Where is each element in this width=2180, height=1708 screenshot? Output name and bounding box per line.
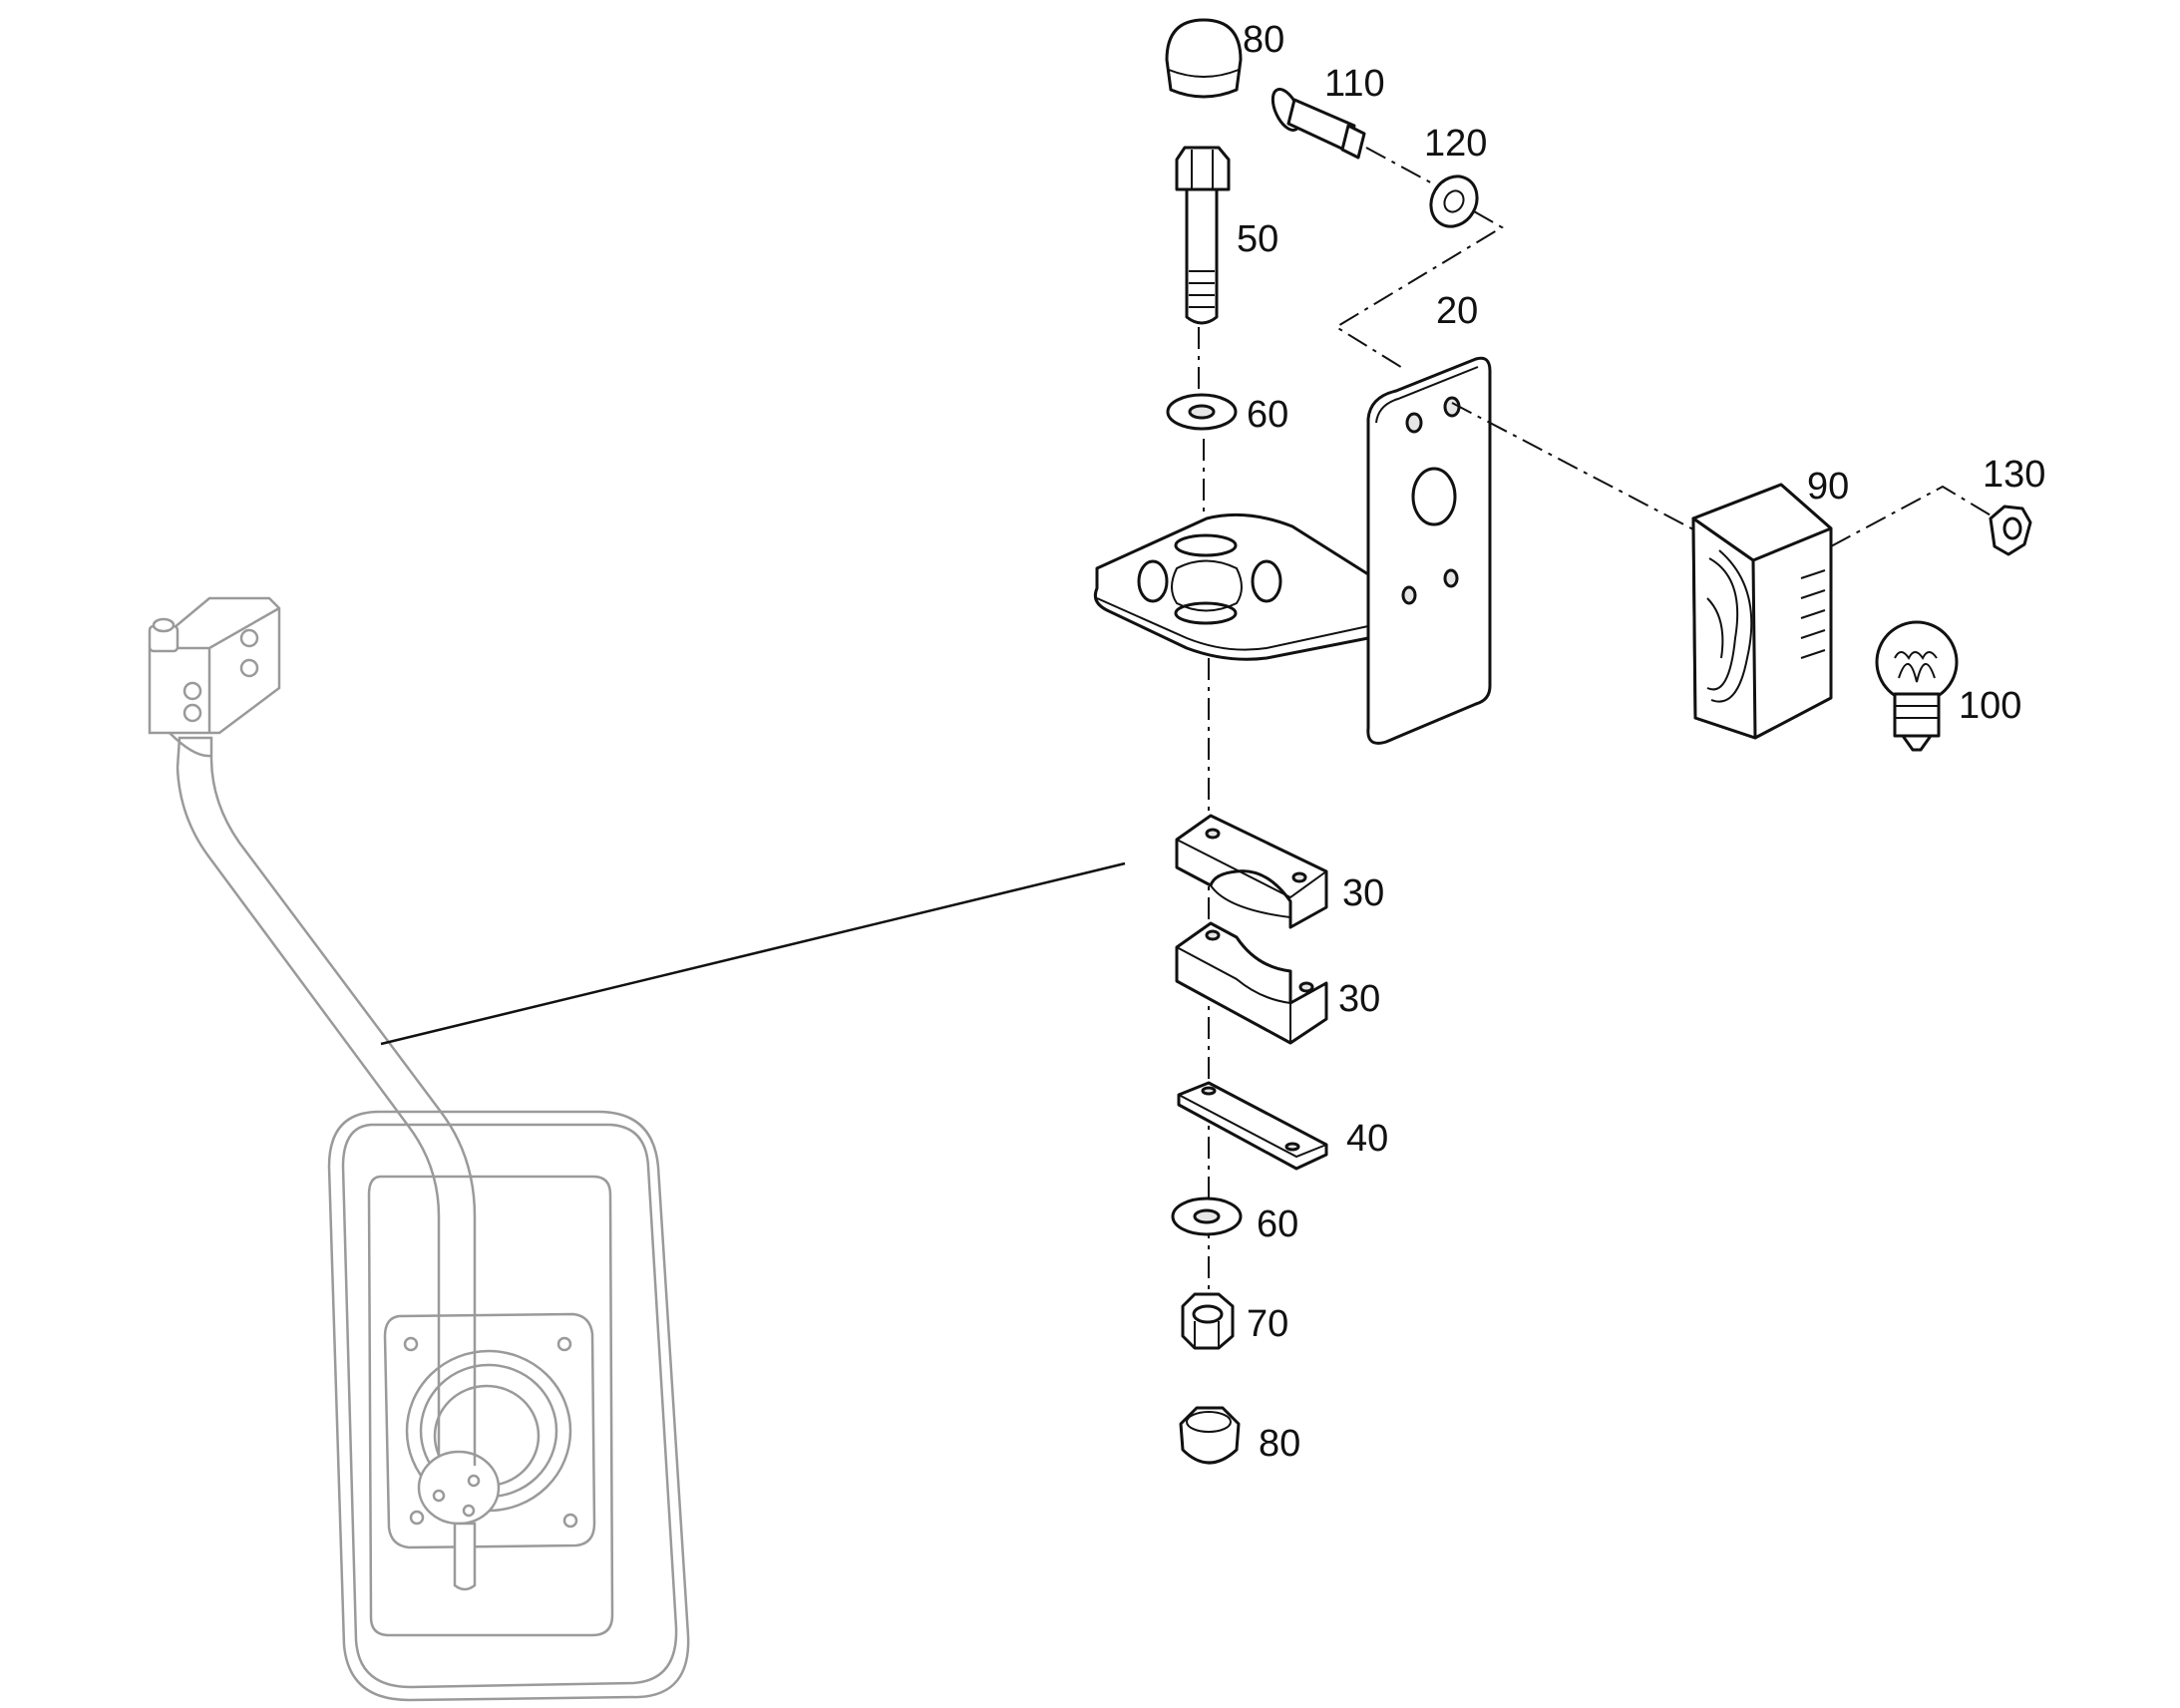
screw-axis (1365, 147, 1437, 186)
callout-label: 80 (1259, 1423, 1300, 1465)
clamp-half-30-bottom (1175, 921, 1328, 1045)
callout-label: 110 (1324, 63, 1385, 105)
clamp-leader-line (380, 861, 1126, 1046)
clamp-half-30-top (1175, 814, 1328, 929)
callout-label: 60 (1257, 1203, 1298, 1245)
callout-label: 120 (1424, 123, 1487, 165)
callout-label: 90 (1807, 466, 1849, 508)
callout-label: 50 (1237, 218, 1278, 260)
mirror-assembly (148, 596, 690, 1702)
screw-110 (1271, 88, 1366, 160)
bulb-100 (1875, 620, 1959, 752)
callout-label: 40 (1346, 1118, 1388, 1160)
callout-label: 130 (1983, 454, 2045, 496)
washer-60-bottom (1171, 1196, 1243, 1236)
washer-axis (1334, 210, 1504, 370)
washer-120 (1429, 174, 1479, 228)
callout-label: 60 (1247, 394, 1288, 436)
callout-label: 70 (1247, 1303, 1288, 1345)
callout-label: 100 (1959, 685, 2021, 727)
washer-60-top (1166, 393, 1238, 431)
lamp-nut-axis (1830, 485, 1994, 547)
cap-nut-top (1165, 18, 1243, 99)
hex-bolt-50 (1175, 146, 1231, 325)
callout-label: 80 (1243, 19, 1284, 61)
work-lamp-90 (1691, 483, 1833, 740)
cap-nut-bottom (1179, 1406, 1241, 1465)
hex-nut-70 (1181, 1292, 1235, 1350)
hex-nut-130 (1989, 505, 2032, 556)
callout-label: 30 (1342, 872, 1384, 914)
l-bracket-20 (1093, 356, 1492, 745)
flat-plate-40 (1177, 1081, 1328, 1171)
callout-label: 20 (1436, 290, 1478, 332)
lamp-mount-axis (1451, 402, 1696, 531)
callout-label: 30 (1338, 978, 1380, 1020)
